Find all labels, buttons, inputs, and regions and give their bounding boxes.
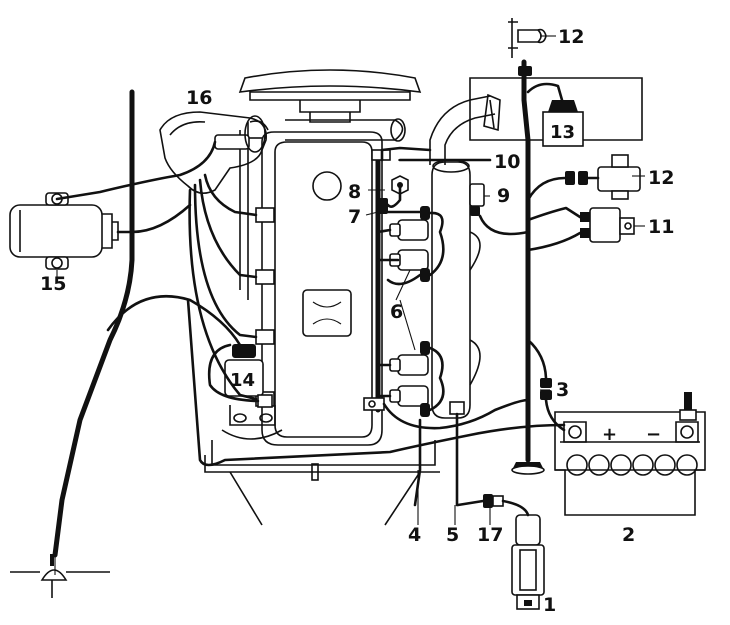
- callout-9: 9: [497, 185, 510, 207]
- sensor-1: [511, 514, 545, 610]
- fuel-rail: [431, 159, 481, 419]
- relay-12-side: [565, 154, 641, 200]
- connector-17: [483, 494, 504, 508]
- callout-7: 7: [348, 206, 361, 228]
- ground-post: [10, 554, 110, 598]
- callout-5: 5: [446, 524, 459, 546]
- callout-13: 13: [550, 122, 575, 143]
- injector-2: [389, 249, 430, 282]
- callout-12-top: 12: [558, 26, 584, 48]
- ignition-coil: [9, 192, 119, 270]
- wires: [54, 82, 600, 575]
- callout-17: 17: [477, 524, 503, 546]
- callout-15: 15: [40, 273, 66, 295]
- injector-4: [389, 385, 430, 417]
- callout-8: 8: [348, 181, 361, 203]
- injector-3: [389, 341, 430, 376]
- battery: + −: [554, 392, 706, 516]
- callout-6: 6: [390, 301, 403, 323]
- harness-connector-top: [518, 66, 532, 76]
- callout-11: 11: [648, 216, 674, 238]
- battery-minus-sign: −: [646, 424, 661, 445]
- ecu-13: [469, 77, 643, 147]
- injector-1: [389, 206, 430, 241]
- callout-12-side: 12: [648, 167, 674, 189]
- callout-1: 1: [543, 594, 556, 616]
- callout-10: 10: [494, 151, 520, 173]
- connector-4: [363, 397, 385, 411]
- connector-9: [469, 183, 485, 216]
- connector-5: [449, 401, 465, 415]
- connector-3: [540, 378, 552, 400]
- leader-lines: [56, 35, 645, 525]
- callout-labels: 1 2 3 4 5 6 7 8 9 10 11 12 12 13 14 15 1…: [40, 26, 674, 616]
- harness-grommet: [511, 462, 545, 475]
- relay-11: [580, 207, 635, 243]
- injector-row: [389, 206, 430, 417]
- air-intake-duct: [429, 93, 501, 165]
- callout-4: 4: [408, 524, 421, 546]
- callout-3: 3: [556, 379, 569, 401]
- engine-block: [204, 69, 440, 526]
- distributor: [159, 111, 267, 194]
- callout-16: 16: [186, 87, 212, 109]
- callout-14: 14: [230, 370, 255, 391]
- callout-2: 2: [622, 524, 635, 546]
- relay-12-top: [508, 18, 547, 58]
- battery-plus-sign: +: [602, 424, 617, 445]
